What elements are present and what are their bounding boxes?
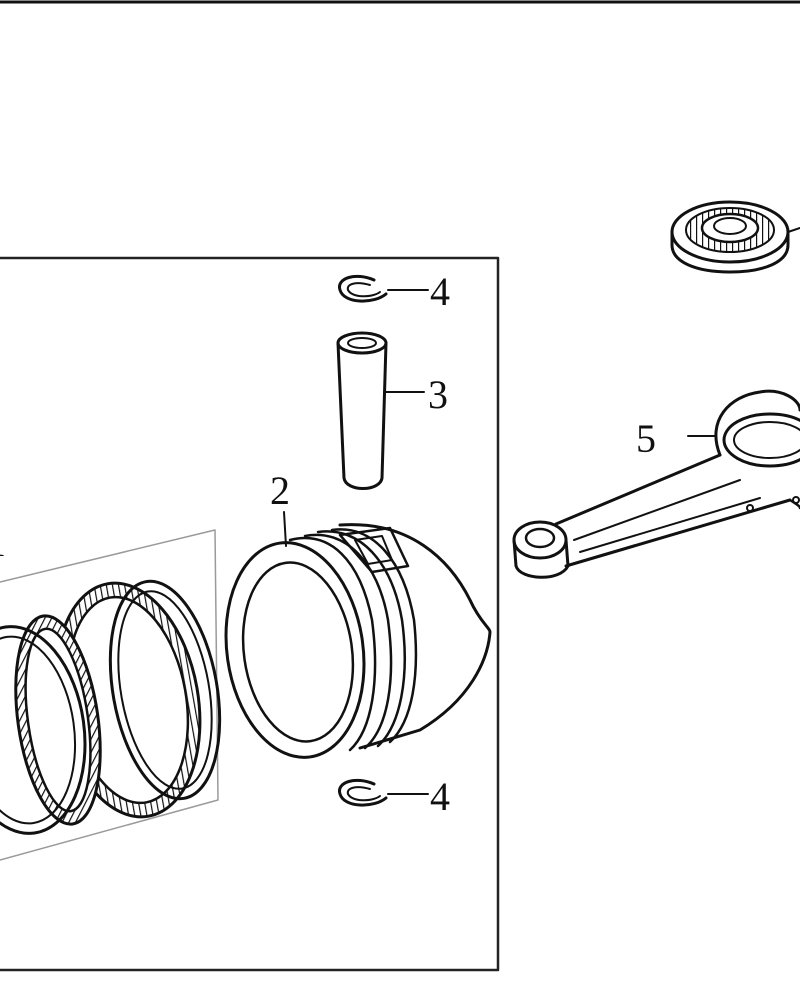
callout-piston-pin: 3 — [428, 372, 448, 417]
piston-rings-set — [0, 529, 222, 861]
connecting-rod — [512, 389, 800, 579]
piston-pin — [336, 331, 425, 490]
callout-connecting-rod: 5 — [636, 416, 656, 461]
piston: 2 — [224, 468, 492, 759]
circlip-top — [338, 274, 429, 303]
callout-circlip-top: 4 — [430, 269, 450, 314]
bearing — [670, 200, 800, 274]
assembly-frame — [0, 256, 500, 972]
circlip-bottom — [338, 778, 429, 807]
callout-circlip-bottom: 4 — [430, 774, 450, 819]
callout-rings: 1 — [0, 520, 6, 565]
callout-piston: 2 — [270, 468, 290, 513]
